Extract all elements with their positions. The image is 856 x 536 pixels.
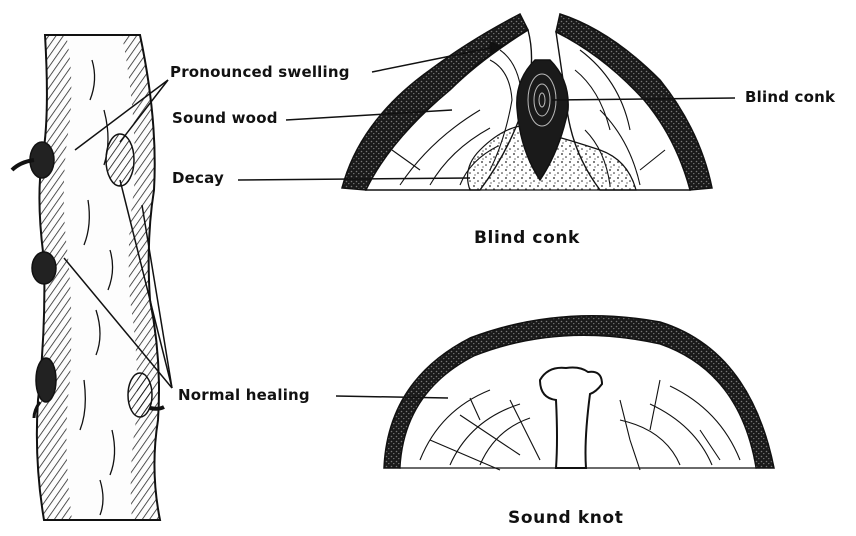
label-pronounced-swelling: Pronounced swelling (170, 63, 350, 81)
blind-conk-section (342, 14, 712, 190)
caption-sound-knot: Sound knot (508, 508, 623, 528)
branch-stub (150, 407, 164, 409)
label-normal-healing: Normal healing (178, 386, 310, 404)
sound-knot-section (384, 316, 774, 470)
label-sound-wood: Sound wood (172, 109, 278, 127)
tree-trunk (12, 35, 164, 520)
caption-blind-conk: Blind conk (474, 228, 580, 248)
label-blind-conk: Blind conk (745, 88, 835, 106)
label-decay: Decay (172, 169, 224, 187)
